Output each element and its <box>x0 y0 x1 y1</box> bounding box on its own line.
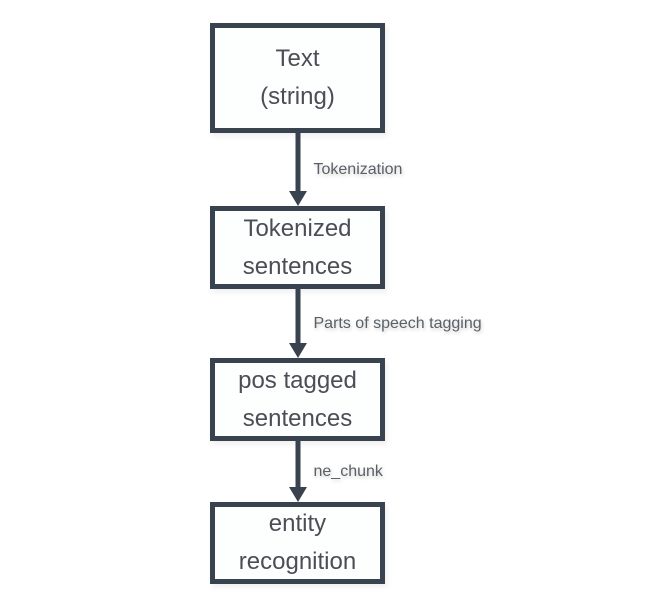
arrow-down-icon <box>288 191 307 206</box>
node-text-string: Text (string) <box>210 23 385 133</box>
node-label: Tokenized sentences <box>242 214 353 280</box>
node-pos-tagged-sentences: pos tagged sentences <box>210 358 385 441</box>
edge-label: ne_chunk <box>313 462 383 480</box>
edge-line <box>295 133 300 200</box>
edge-tokenization: Tokenization <box>210 133 402 206</box>
edge-parts-of-speech-tagging: Parts of speech tagging <box>210 289 482 358</box>
edge-line <box>295 289 300 352</box>
edge-label: Parts of speech tagging <box>313 314 482 332</box>
edge-ne-chunk: ne_chunk <box>210 441 385 502</box>
node-label: entity recognition <box>238 510 357 575</box>
flowchart-column: Text (string) Tokenization Tokenized sen… <box>210 23 482 584</box>
edge-line <box>295 441 300 496</box>
node-tokenized-sentences: Tokenized sentences <box>210 206 385 289</box>
edge-label: Tokenization <box>313 160 403 178</box>
node-label: pos tagged sentences <box>238 366 357 432</box>
arrow-down-icon <box>288 487 307 502</box>
arrow-down-icon <box>288 343 307 358</box>
node-entity-recognition: entity recognition <box>210 502 385 584</box>
node-label: Text (string) <box>260 45 335 110</box>
